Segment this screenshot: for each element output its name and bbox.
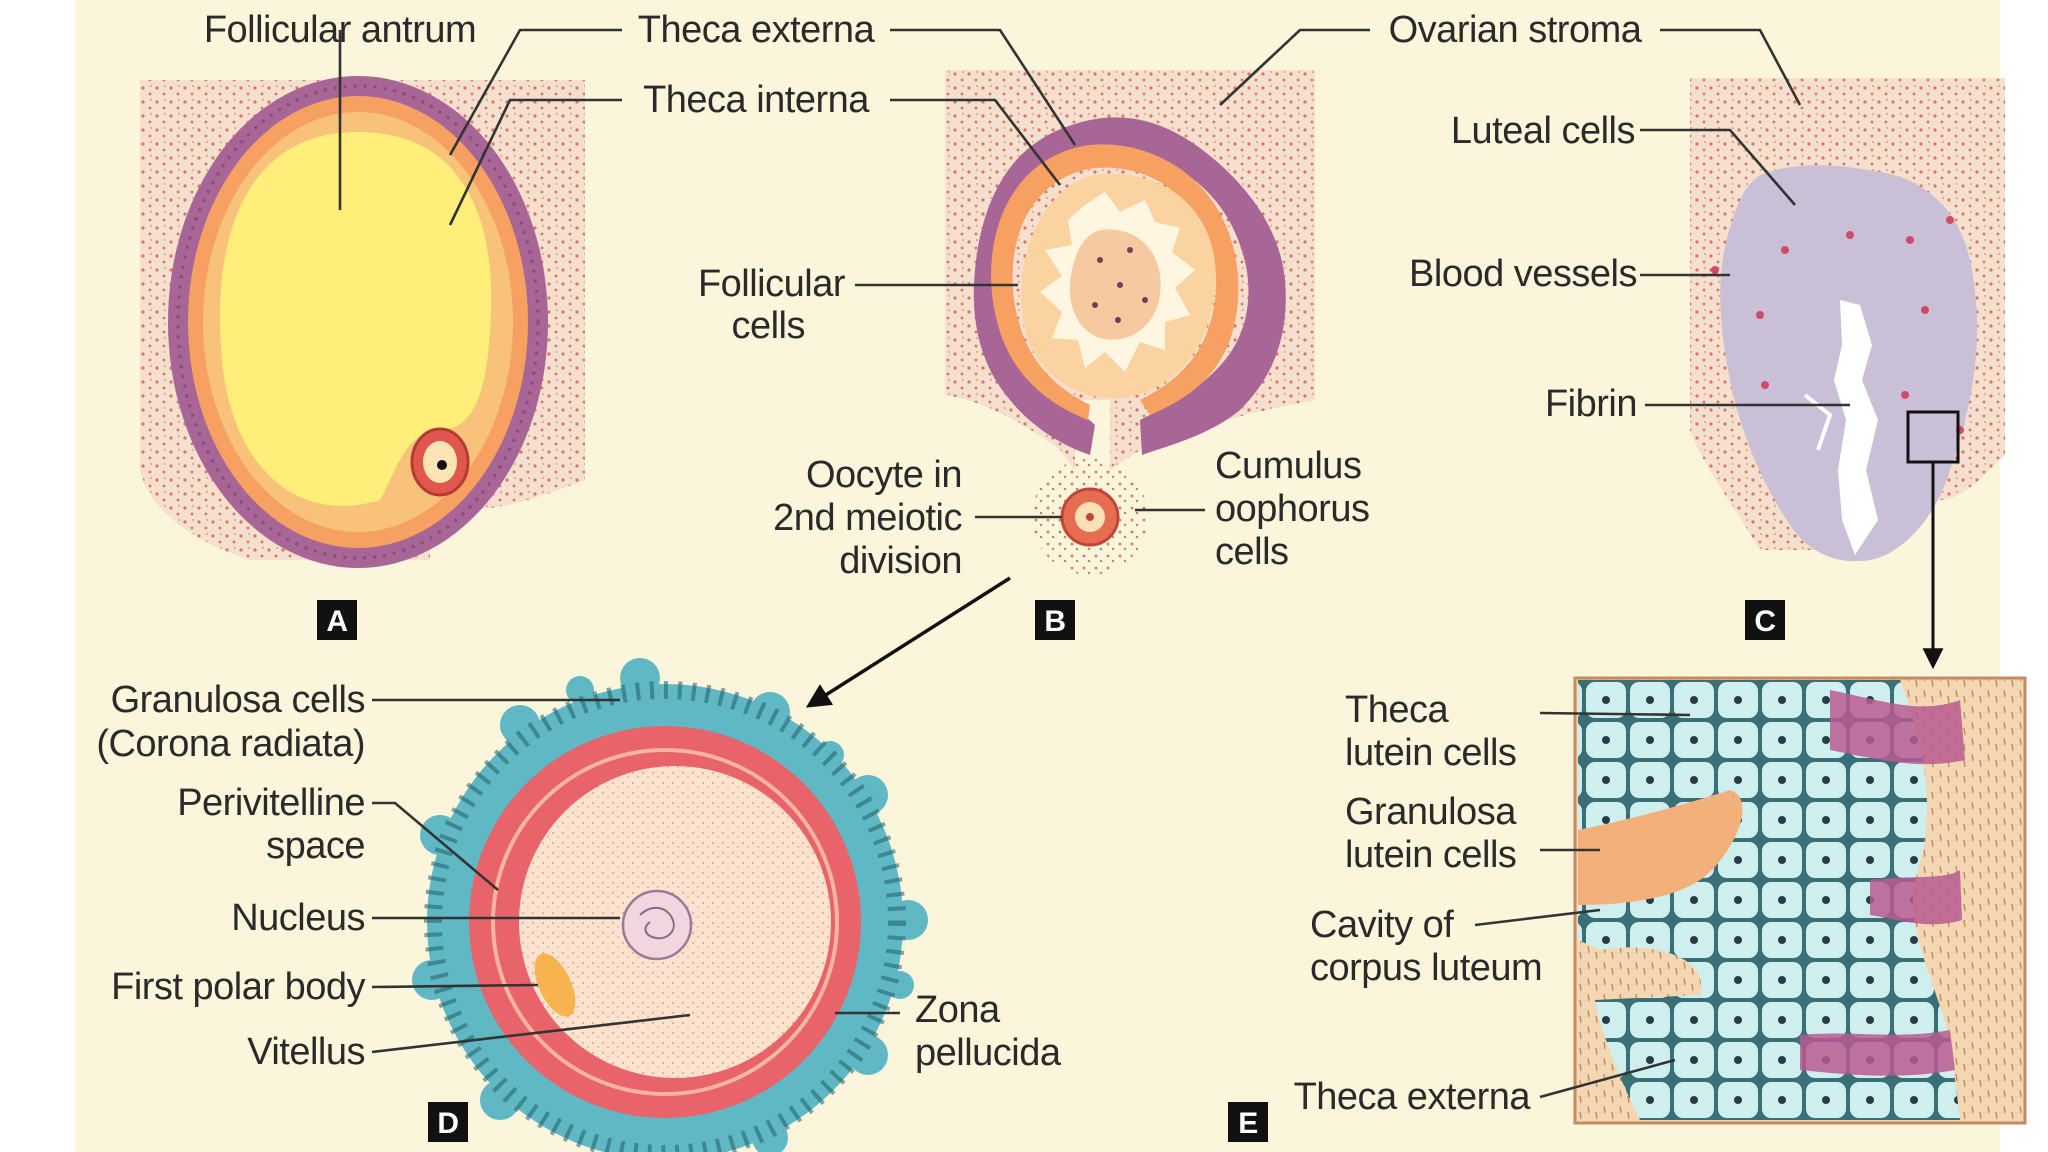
label-perivitelline-2: space: [266, 825, 365, 867]
perivitelline-space-ring: [491, 748, 839, 1096]
label-zona-pellucida-1: Zona: [915, 989, 1001, 1031]
label-fibrin: Fibrin: [1545, 383, 1637, 425]
label-zona-pellucida-2: pellucida: [915, 1032, 1062, 1074]
panel-c-corpus-luteum: C: [1690, 78, 2005, 670]
panel-a-follicle: A: [140, 76, 585, 640]
label-cavity-1: Cavity of: [1310, 904, 1454, 946]
panel-d-letter: D: [437, 1107, 458, 1140]
label-theca-interna: Theca interna: [643, 79, 870, 121]
label-follicular-cells-1: Follicular: [698, 263, 846, 305]
label-oocyte-2: 2nd meiotic: [773, 497, 962, 539]
label-oocyte-3: division: [839, 540, 962, 582]
label-ovarian-stroma: Ovarian stroma: [1389, 9, 1643, 51]
granulosa-lutein-region: [1578, 680, 1960, 1120]
label-theca-externa-e: Theca externa: [1294, 1076, 1532, 1118]
leader-lines: [338, 28, 1850, 1099]
panel-a-letter: A: [326, 605, 347, 638]
label-follicular-antrum: Follicular antrum: [204, 9, 476, 51]
label-theca-externa: Theca externa: [638, 9, 876, 51]
panel-d-ovum: D: [412, 576, 1011, 1152]
fibrin-c: [1834, 300, 1878, 555]
label-cumulus-3: cells: [1215, 531, 1289, 573]
label-granulosa-cells-2: (Corona radiata): [96, 723, 365, 765]
panel-b-rupturing-follicle: B: [945, 70, 1315, 640]
label-cumulus-1: Cumulus: [1215, 445, 1361, 487]
panel-b-letter: B: [1044, 605, 1065, 638]
label-vitellus: Vitellus: [247, 1031, 365, 1073]
theca-lutein-strands: [1800, 690, 1965, 1076]
label-cavity-2: corpus luteum: [1310, 947, 1542, 989]
panel-e-badge: [1228, 1102, 1268, 1142]
panel-e-letter: E: [1238, 1107, 1258, 1140]
ovulation-arrow: [805, 576, 1011, 708]
label-luteal-cells: Luteal cells: [1451, 110, 1635, 152]
diagram-labels: Follicular antrum Theca externa Ovarian …: [96, 9, 1643, 1118]
panel-e-luteal-tissue: E: [1228, 676, 2027, 1142]
first-polar-body: [534, 953, 576, 1017]
label-perivitelline-1: Perivitelline: [177, 782, 365, 824]
label-blood-vessels: Blood vessels: [1409, 253, 1637, 295]
label-granulosa-lutein-2: lutein cells: [1345, 834, 1516, 876]
panel-c-badge: [1745, 600, 1785, 640]
follicular-antrum-shape: [219, 132, 492, 506]
label-theca-lutein-1: Theca: [1345, 689, 1449, 731]
label-theca-lutein-2: lutein cells: [1345, 732, 1516, 774]
corona-texture: [424, 681, 906, 1152]
label-granulosa-cells-1: Granulosa cells: [111, 679, 365, 721]
label-cumulus-2: oophorus: [1215, 488, 1369, 530]
label-first-polar-body: First polar body: [111, 966, 365, 1008]
cavity-region: [1578, 790, 1743, 905]
nucleus-d: [621, 889, 693, 961]
label-granulosa-lutein-1: Granulosa: [1345, 791, 1517, 833]
label-oocyte-1: Oocyte in: [806, 454, 962, 496]
panel-c-letter: C: [1754, 605, 1775, 638]
panel-a-badge: [317, 600, 357, 640]
panel-d-badge: [428, 1102, 468, 1142]
label-follicular-cells-2: cells: [731, 305, 805, 347]
label-nucleus: Nucleus: [231, 897, 365, 939]
panel-b-badge: [1035, 600, 1075, 640]
